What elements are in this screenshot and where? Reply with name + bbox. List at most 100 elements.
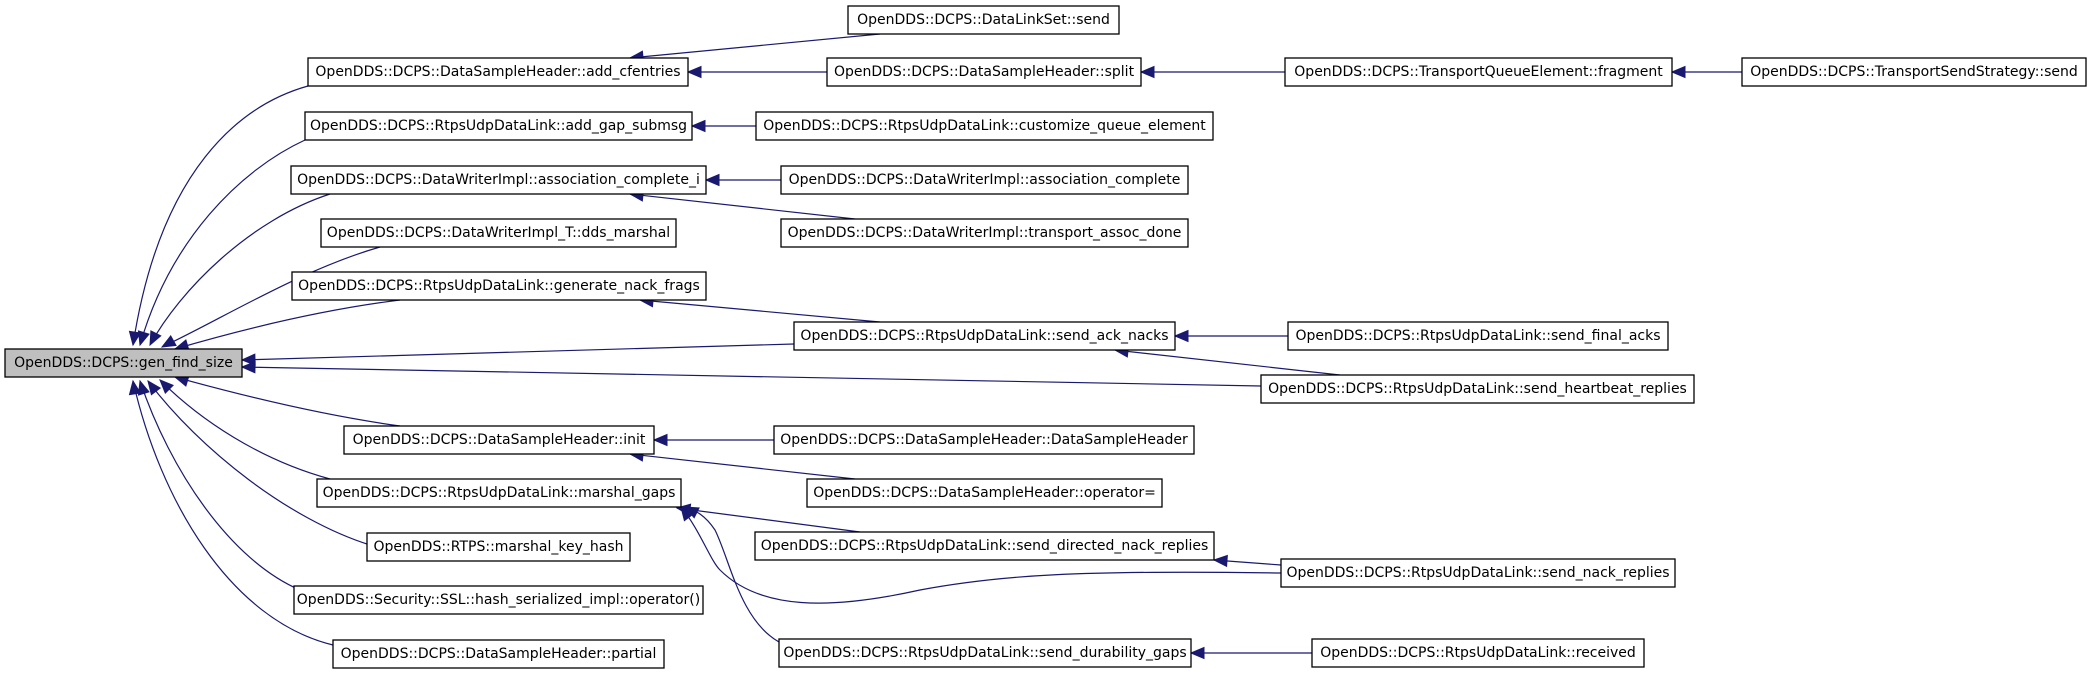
node-label: OpenDDS::DCPS::TransportQueueElement::fr… xyxy=(1294,64,1663,80)
edge-line xyxy=(174,376,401,427)
node-box xyxy=(1311,638,1645,668)
edge-send_ack_nacks-to-gen_find_size xyxy=(240,343,795,366)
node-label: OpenDDS::DCPS::DataSampleHeader::split xyxy=(834,64,1135,80)
node-transport-assoc-done[interactable]: OpenDDS::DCPS::DataWriterImpl::transport… xyxy=(780,218,1189,248)
node-customize-queue-element[interactable]: OpenDDS::DCPS::RtpsUdpDataLink::customiz… xyxy=(755,111,1214,141)
edge-received-to-send_durability_gaps xyxy=(1189,646,1312,660)
edge-init-to-gen_find_size xyxy=(173,374,401,427)
node-add-gap-submsg[interactable]: OpenDDS::DCPS::RtpsUdpDataLink::add_gap_… xyxy=(304,111,693,141)
edge-line xyxy=(132,85,309,346)
node-partial[interactable]: OpenDDS::DCPS::DataSampleHeader::partial xyxy=(332,639,665,669)
node-box xyxy=(754,531,1215,561)
edge-line xyxy=(629,33,881,59)
node-box xyxy=(1280,558,1676,588)
node-label: OpenDDS::DCPS::DataSampleHeader::add_cfe… xyxy=(315,64,680,80)
node-label: OpenDDS::DCPS::RtpsUdpDataLink::send_dir… xyxy=(761,538,1209,554)
node-dsh-ctor[interactable]: OpenDDS::DCPS::DataSampleHeader::DataSam… xyxy=(773,425,1195,455)
node-box xyxy=(778,638,1192,668)
node-send-durability-gaps[interactable]: OpenDDS::DCPS::RtpsUdpDataLink::send_dur… xyxy=(778,638,1192,668)
node-box xyxy=(4,348,243,378)
arrowhead xyxy=(686,65,702,79)
node-association-complete-i[interactable]: OpenDDS::DCPS::DataWriterImpl::associati… xyxy=(290,165,707,195)
arrowhead xyxy=(137,330,150,347)
node-association-complete[interactable]: OpenDDS::DCPS::DataWriterImpl::associati… xyxy=(780,165,1189,195)
edge-line xyxy=(149,193,331,346)
edge-generate_nack_frags-to-gen_find_size xyxy=(173,299,401,352)
node-send-heartbeat-replies[interactable]: OpenDDS::DCPS::RtpsUdpDataLink::send_hea… xyxy=(1260,374,1695,404)
node-strategy-send[interactable]: OpenDDS::DCPS::TransportSendStrategy::se… xyxy=(1741,57,2087,87)
edge-line xyxy=(1114,349,1341,376)
node-marshal-gaps[interactable]: OpenDDS::DCPS::RtpsUdpDataLink::marshal_… xyxy=(316,478,682,508)
edge-add_gap_submsg-to-gen_find_size xyxy=(137,139,306,347)
node-box xyxy=(1284,57,1673,87)
node-send-directed-nack-replies[interactable]: OpenDDS::DCPS::RtpsUdpDataLink::send_dir… xyxy=(754,531,1215,561)
node-label: OpenDDS::RTPS::marshal_key_hash xyxy=(373,539,623,555)
node-label: OpenDDS::DCPS::RtpsUdpDataLink::send_fin… xyxy=(1295,328,1660,344)
node-send-final-acks[interactable]: OpenDDS::DCPS::RtpsUdpDataLink::send_fin… xyxy=(1287,321,1669,351)
arrowhead xyxy=(690,119,706,133)
arrowhead xyxy=(137,379,150,396)
node-label: OpenDDS::DCPS::DataWriterImpl::associati… xyxy=(789,172,1181,188)
arrowhead xyxy=(1212,554,1228,568)
edge-marshal_key_hash-to-gen_find_size xyxy=(147,379,371,546)
edge-line xyxy=(629,453,856,480)
edge-customize_queue_element-to-add_gap_submsg xyxy=(690,119,756,133)
node-label: OpenDDS::DCPS::RtpsUdpDataLink::send_dur… xyxy=(783,645,1186,661)
node-label: OpenDDS::DCPS::RtpsUdpDataLink::send_nac… xyxy=(1286,565,1669,581)
edge-line xyxy=(161,246,381,348)
node-label: OpenDDS::DCPS::RtpsUdpDataLink::customiz… xyxy=(763,118,1206,134)
node-box xyxy=(320,218,677,248)
arrowhead xyxy=(1173,329,1189,343)
arrowhead xyxy=(160,334,177,348)
arrowhead xyxy=(240,361,256,374)
node-hash-operator[interactable]: OpenDDS::Security::SSL::hash_serialized_… xyxy=(293,585,704,615)
arrowhead xyxy=(1189,646,1205,660)
node-label: OpenDDS::DCPS::DataWriterImpl_T::dds_mar… xyxy=(327,225,670,241)
node-dds-marshal[interactable]: OpenDDS::DCPS::DataWriterImpl_T::dds_mar… xyxy=(320,218,677,248)
edge-dds_marshal-to-gen_find_size xyxy=(160,246,381,348)
node-generate-nack-frags[interactable]: OpenDDS::DCPS::RtpsUdpDataLink::generate… xyxy=(291,271,707,301)
node-box xyxy=(780,218,1189,248)
arrowhead xyxy=(683,506,700,519)
node-box xyxy=(291,271,707,301)
node-fragment[interactable]: OpenDDS::DCPS::TransportQueueElement::fr… xyxy=(1284,57,1673,87)
node-send-ack-nacks[interactable]: OpenDDS::DCPS::RtpsUdpDataLink::send_ack… xyxy=(793,321,1176,351)
edge-marshal_gaps-to-gen_find_size xyxy=(159,379,331,480)
node-send-nack-replies[interactable]: OpenDDS::DCPS::RtpsUdpDataLink::send_nac… xyxy=(1280,558,1676,588)
arrowhead xyxy=(159,379,174,394)
node-box xyxy=(290,165,707,195)
node-label: OpenDDS::DCPS::RtpsUdpDataLink::send_ack… xyxy=(800,328,1168,344)
arrowhead xyxy=(128,379,142,396)
node-label: OpenDDS::DCPS::RtpsUdpDataLink::send_hea… xyxy=(1268,381,1687,397)
node-datalinkset-send[interactable]: OpenDDS::DCPS::DataLinkSet::send xyxy=(847,5,1120,35)
edge-line xyxy=(241,366,1262,387)
nodes-layer: OpenDDS::DCPS::gen_find_sizeOpenDDS::DCP… xyxy=(4,5,2087,669)
edge-send_final_acks-to-send_ack_nacks xyxy=(1173,329,1288,343)
edge-association_complete-to-association_complete_i xyxy=(704,173,781,187)
arrowhead xyxy=(240,353,256,366)
node-received[interactable]: OpenDDS::DCPS::RtpsUdpDataLink::received xyxy=(1311,638,1645,668)
node-box xyxy=(793,321,1176,351)
edge-line xyxy=(132,380,334,646)
edge-line xyxy=(676,507,861,533)
node-gen-find-size[interactable]: OpenDDS::DCPS::gen_find_size xyxy=(4,348,243,378)
node-marshal-key-hash[interactable]: OpenDDS::RTPS::marshal_key_hash xyxy=(366,532,631,562)
node-label: OpenDDS::Security::SSL::hash_serialized_… xyxy=(297,592,700,608)
node-label: OpenDDS::DCPS::TransportSendStrategy::se… xyxy=(1750,64,2078,80)
node-init[interactable]: OpenDDS::DCPS::DataSampleHeader::init xyxy=(343,425,655,455)
node-add-cfentries[interactable]: OpenDDS::DCPS::DataSampleHeader::add_cfe… xyxy=(307,57,689,87)
edge-fragment-to-split xyxy=(1139,65,1285,79)
edge-line xyxy=(174,299,401,350)
node-split[interactable]: OpenDDS::DCPS::DataSampleHeader::split xyxy=(826,57,1142,87)
node-box xyxy=(806,478,1163,508)
arrowhead xyxy=(147,379,162,396)
node-label: OpenDDS::DCPS::DataSampleHeader::partial xyxy=(341,646,657,662)
node-label: OpenDDS::DCPS::RtpsUdpDataLink::received xyxy=(1320,645,1636,661)
node-dsh-assign[interactable]: OpenDDS::DCPS::DataSampleHeader::operato… xyxy=(806,478,1163,508)
node-box xyxy=(307,57,689,87)
node-box xyxy=(780,165,1189,195)
node-box xyxy=(755,111,1214,141)
edge-line xyxy=(147,380,371,546)
edge-line xyxy=(629,193,856,220)
